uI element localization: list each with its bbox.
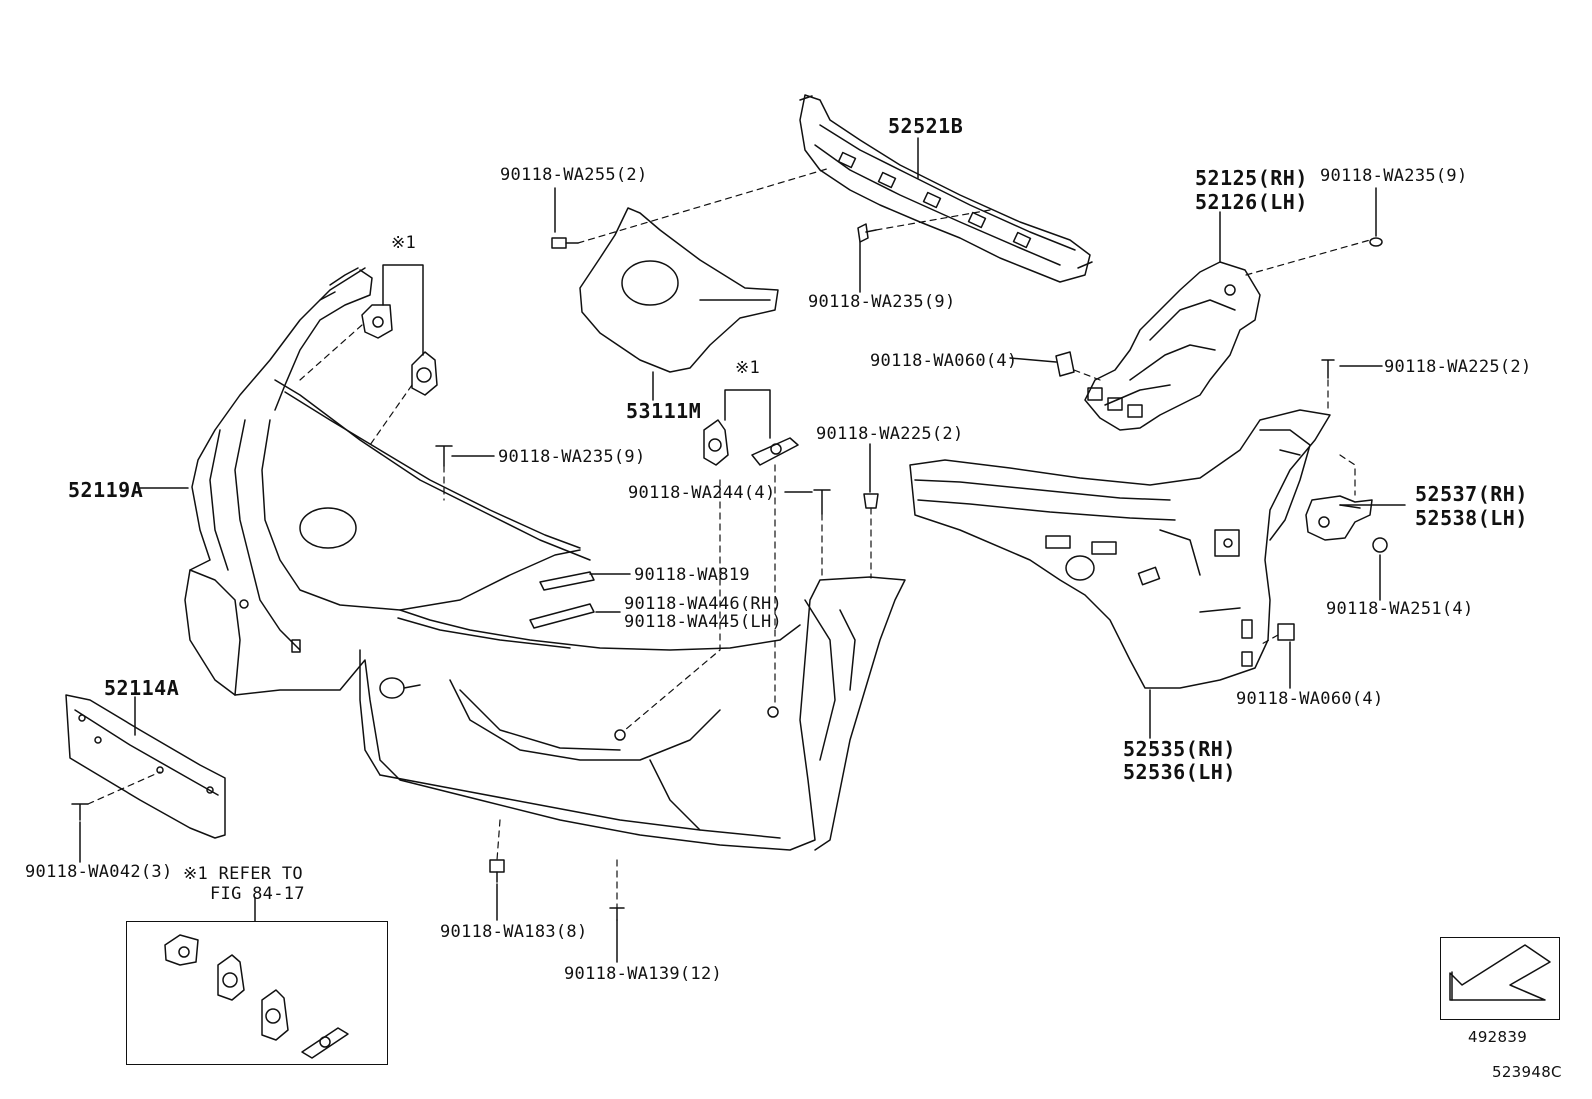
label-52521b: 52521B <box>888 114 964 138</box>
label-wa225-center: 90118-WA225(2) <box>816 424 964 444</box>
navigation-box[interactable] <box>1440 937 1560 1020</box>
dashed-lines <box>87 167 1371 909</box>
clip-group-left <box>361 304 438 396</box>
label-52535: 52535(RH) <box>1123 737 1236 761</box>
label-52125: 52125(RH) <box>1195 166 1308 190</box>
label-53111m: 53111M <box>626 399 702 423</box>
label-wa445: 90118-WA445(LH) <box>624 612 783 632</box>
label-wa060-lower: 90118-WA060(4) <box>1236 689 1384 709</box>
label-wa251: 90118-WA251(4) <box>1326 599 1474 619</box>
label-52536: 52536(LH) <box>1123 760 1236 784</box>
leader-lines <box>79 137 1406 963</box>
label-wa235-top-right: 90118-WA235(9) <box>1320 166 1468 186</box>
label-wa139: 90118-WA139(12) <box>564 964 723 984</box>
support-52125-drawing <box>1084 261 1261 431</box>
label-wa042: 90118-WA042(3) <box>25 862 173 882</box>
figure-code: 523948C <box>1492 1063 1562 1081</box>
label-wa060-upper: 90118-WA060(4) <box>870 351 1018 371</box>
reference-box-clips <box>164 934 349 1059</box>
nav-arrow-icon <box>1449 944 1551 1001</box>
label-wa235-center: 90118-WA235(9) <box>808 292 956 312</box>
label-wa255: 90118-WA255(2) <box>500 165 648 185</box>
reference-box <box>126 921 388 1065</box>
label-wa183: 90118-WA183(8) <box>440 922 588 942</box>
plate-bracket-52114a-drawing <box>65 694 226 839</box>
bracket-52521b-drawing <box>799 94 1093 283</box>
label-52126: 52126(LH) <box>1195 190 1308 214</box>
clip-group-center <box>703 419 799 466</box>
label-wa819: 90118-WA819 <box>634 565 750 585</box>
label-52119a: 52119A <box>68 478 144 502</box>
note-mark-center: ※1 <box>735 358 761 378</box>
bracket-52537-drawing <box>1305 495 1373 541</box>
label-52114a: 52114A <box>104 676 180 700</box>
nav-number: 492839 <box>1468 1028 1528 1046</box>
label-wa446: 90118-WA446(RH) <box>624 594 783 614</box>
label-52538: 52538(LH) <box>1415 506 1528 530</box>
label-wa225-right: 90118-WA225(2) <box>1384 357 1532 377</box>
note-refer-line1: ※1 REFER TO <box>183 864 303 884</box>
bumper-cover-52119a-drawing <box>184 267 906 851</box>
label-wa244: 90118-WA244(4) <box>628 483 776 503</box>
label-52537: 52537(RH) <box>1415 482 1528 506</box>
note-mark-left: ※1 <box>391 233 417 253</box>
grille-53111m-drawing <box>579 207 779 373</box>
note-refer-line2: FIG 84-17 <box>210 884 305 904</box>
label-wa235-left: 90118-WA235(9) <box>498 447 646 467</box>
retainer-52535-drawing <box>909 409 1331 689</box>
fastener-icons <box>71 223 1388 921</box>
